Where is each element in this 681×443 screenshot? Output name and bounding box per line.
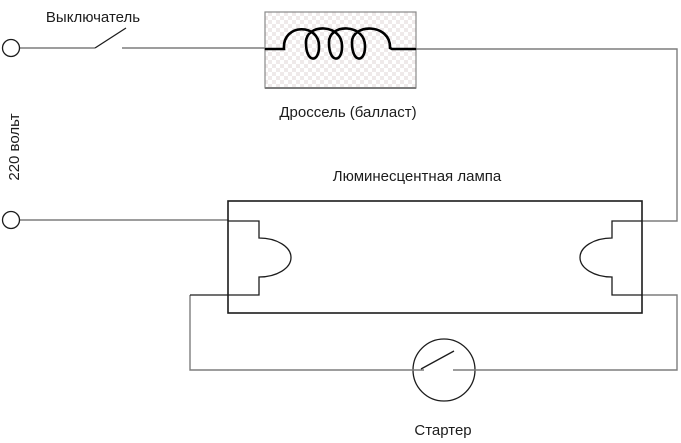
inductor-coil (264, 27, 417, 60)
ballast (264, 11, 417, 89)
wire-starter-to-right-electrode (453, 294, 678, 371)
switch-blade (94, 27, 127, 49)
ballast-box (264, 11, 417, 89)
wire-ballast-to-lamp-right (416, 48, 678, 222)
lamp-left-electrode (190, 220, 292, 296)
lamp-label: Люминесцентная лампа (333, 168, 502, 185)
wire-left-electrode-to-starter (189, 295, 424, 371)
terminal-top (1, 38, 21, 58)
starter-label: Стартер (414, 422, 471, 439)
lamp-right-electrode (579, 220, 642, 296)
labels: Выключатель 220 вольт Дроссель (балласт)… (6, 9, 502, 439)
ballast-label: Дроссель (балласт) (279, 104, 416, 121)
lamp-body (227, 200, 643, 314)
symbols (1, 27, 643, 370)
wires (20, 47, 678, 371)
starter-blade (420, 350, 455, 370)
wire-terminal-to-lamp-left (20, 219, 229, 221)
switch-label: Выключатель (46, 9, 140, 26)
terminal-bottom (1, 210, 21, 230)
voltage-label: 220 вольт (6, 113, 23, 180)
